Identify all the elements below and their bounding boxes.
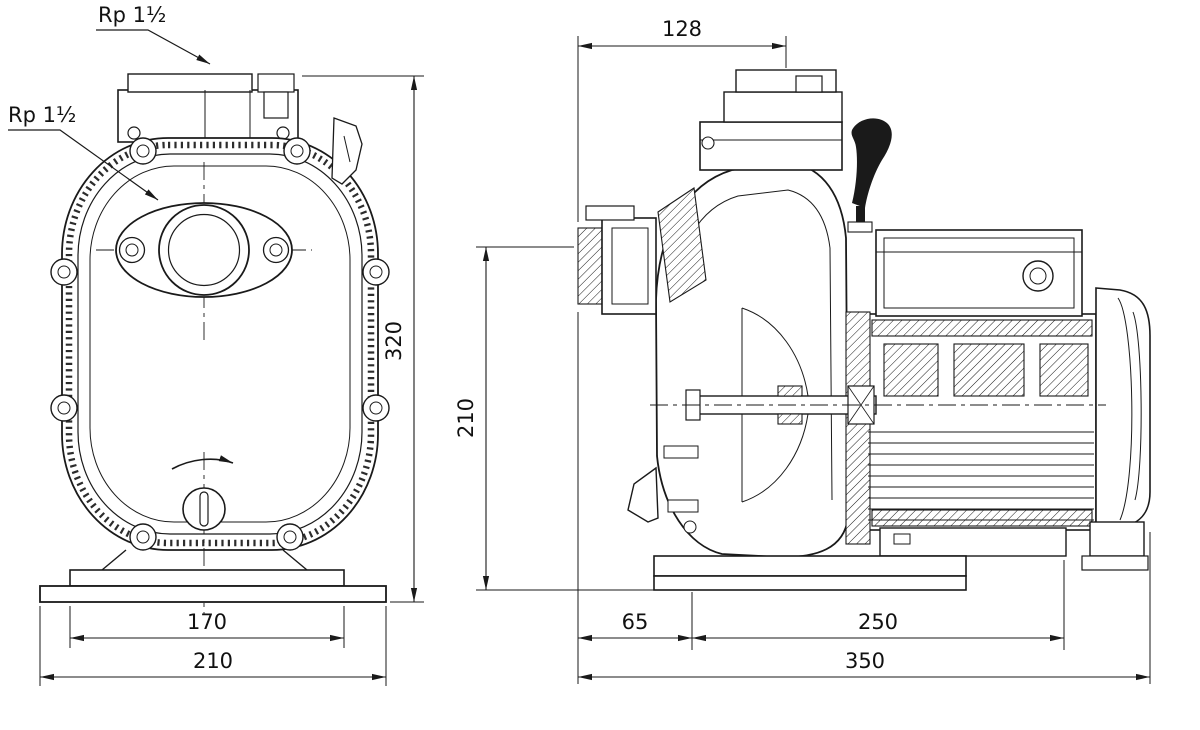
top-port-label: Rp 1½	[98, 3, 166, 27]
side-priming-lever	[847, 118, 892, 233]
dim-front-base-outer-value: 210	[193, 649, 233, 673]
side-discharge-port	[699, 69, 843, 171]
front-top-port	[117, 73, 299, 143]
dim-side-axis-height: 210	[454, 246, 656, 591]
front-view: Rp 1½ Rp 1½ 320 170 210	[8, 3, 424, 686]
side-strainer	[657, 187, 707, 303]
dim-side-front-offset-value: 65	[622, 610, 649, 634]
dim-front-base-inner: 170	[69, 606, 345, 648]
side-motor	[845, 311, 1097, 545]
front-base	[39, 549, 387, 603]
dim-side-top-width: 128	[577, 17, 787, 222]
front-pump-body	[61, 137, 379, 551]
label-top-port: Rp 1½	[96, 3, 211, 65]
front-inlet-flange	[115, 202, 293, 298]
dim-side-top-width-value: 128	[662, 17, 702, 41]
side-base	[653, 521, 1149, 591]
dim-side-mid-length-value: 250	[858, 610, 898, 634]
dim-front-height-value: 320	[382, 321, 406, 361]
dim-front-base-inner-value: 170	[187, 610, 227, 634]
side-view: 128 210 65 250 350	[454, 17, 1151, 684]
label-inlet-port: Rp 1½	[8, 103, 159, 201]
side-terminal-box	[875, 229, 1083, 317]
dim-side-axis-height-value: 210	[454, 398, 478, 438]
motor-bracket-section	[845, 311, 871, 545]
motor-cooling-fins	[868, 431, 1094, 521]
front-cover-bolts	[50, 137, 390, 551]
side-suction-flange	[577, 205, 657, 315]
side-drain-fittings	[627, 445, 699, 534]
dim-side-total-length-value: 350	[845, 649, 885, 673]
front-drain-plug	[182, 487, 226, 531]
dim-front-base-outer: 210	[39, 606, 387, 686]
side-fan-cover	[1095, 287, 1151, 529]
inlet-port-label: Rp 1½	[8, 103, 76, 127]
rotation-direction-arrow	[171, 455, 234, 470]
dim-front-height: 320	[302, 75, 424, 603]
dim-side-bottom: 65 250 350	[577, 312, 1151, 684]
